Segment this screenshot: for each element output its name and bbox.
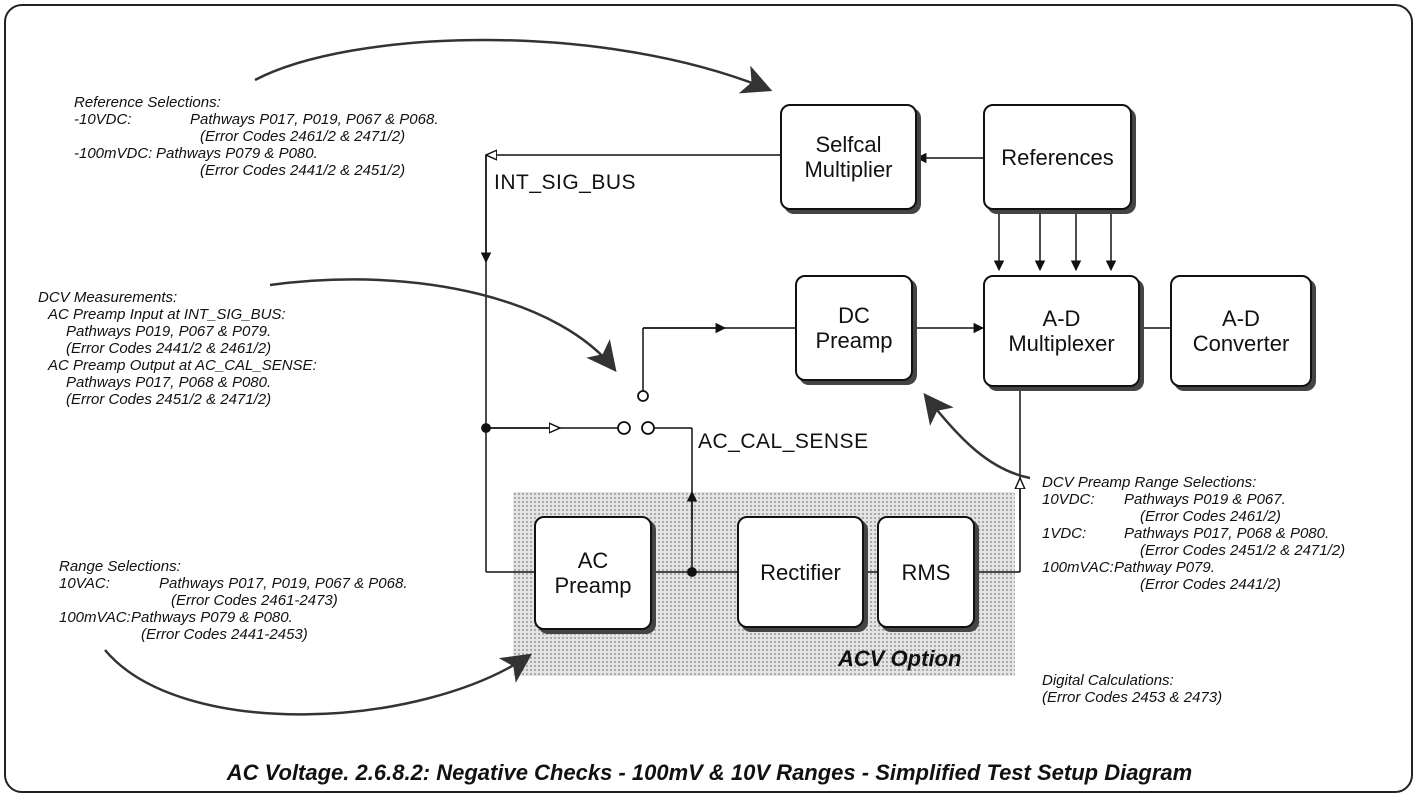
switch-contact-right xyxy=(641,421,655,435)
range-selections-note: Range Selections: 10VAC: Pathways P017, P… xyxy=(59,558,408,643)
block-label: Multiplexer xyxy=(1008,331,1115,356)
block-label: Selfcal xyxy=(815,132,882,157)
note-title: Digital Calculations: xyxy=(1042,672,1174,689)
note-line: Pathways P017, P068 & P080. xyxy=(66,374,272,391)
figure-caption: AC Voltage. 2.6.8.2: Negative Checks - 1… xyxy=(226,760,1193,785)
note-line: (Error Codes 2441/2 & 2461/2) xyxy=(66,340,272,357)
ad-converter-block: A-D Converter xyxy=(1170,275,1312,387)
note-key xyxy=(1042,542,1140,559)
note-line: AC Preamp Output at AC_CAL_SENSE: xyxy=(48,357,317,374)
pointer-arrow-dcv-measurement xyxy=(269,278,617,372)
ad-multiplexer-block: A-D Multiplexer xyxy=(983,275,1140,387)
diagram-frame xyxy=(4,4,1413,793)
note-text: Pathways P017, P019, P067 & P068. xyxy=(159,575,408,592)
note-text: (Error Codes 2441-2453) xyxy=(141,626,308,643)
note-title: DCV Preamp Range Selections: xyxy=(1042,474,1257,491)
switch-contact-left xyxy=(617,421,631,435)
block-label: A-D xyxy=(1222,306,1260,331)
note-key xyxy=(1042,576,1140,593)
pointer-arrow-reference xyxy=(254,38,773,94)
rms-block: RMS xyxy=(877,516,975,628)
reference-selections-note: Reference Selections: -10VDC: Pathways P0… xyxy=(74,94,439,179)
note-text: (Error Codes 2451/2 & 2471/2) xyxy=(1140,542,1346,559)
note-title: DCV Measurements: xyxy=(38,289,178,306)
note-key xyxy=(59,592,171,609)
note-text: Pathways P019 & P067. xyxy=(1124,491,1286,508)
dcv-preamp-range-note: DCV Preamp Range Selections: 10VDC: Pathw… xyxy=(1042,474,1345,593)
block-label: DC xyxy=(838,303,870,328)
note-line: (Error Codes 2453 & 2473) xyxy=(1042,689,1223,706)
references-block: References xyxy=(983,104,1132,210)
note-key xyxy=(74,128,200,145)
block-label: Preamp xyxy=(554,573,632,598)
int-sig-bus-label: INT_SIG_BUS xyxy=(494,171,637,194)
note-line: AC Preamp Input at INT_SIG_BUS: xyxy=(48,306,286,323)
note-key: -100mVDC: xyxy=(74,145,153,162)
note-key: -10VDC: xyxy=(74,111,132,128)
dc-preamp-block: DC Preamp xyxy=(795,275,913,381)
note-text: (Error Codes 2461-2473) xyxy=(171,592,338,609)
pointer-arrow-range xyxy=(104,649,533,716)
note-line: (Error Codes 2451/2 & 2471/2) xyxy=(66,391,272,408)
ac-cal-sense-label: AC_CAL_SENSE xyxy=(698,430,869,453)
pointer-arrow-dcv-preamp-range xyxy=(923,393,1031,480)
note-text: (Error Codes 2461/2) xyxy=(1140,508,1281,525)
ac-preamp-block: AC Preamp xyxy=(534,516,652,630)
block-label: Rectifier xyxy=(760,559,841,585)
block-label: A-D xyxy=(1042,306,1081,331)
note-text: (Error Codes 2461/2 & 2471/2) xyxy=(200,128,406,145)
selfcal-multiplier-block: Selfcal Multiplier xyxy=(780,104,917,210)
switch-contact-top xyxy=(637,390,649,402)
note-line: Pathways P019, P067 & P079. xyxy=(66,323,272,340)
note-title: Range Selections: xyxy=(59,558,181,575)
note-text: Pathways P017, P068 & P080. xyxy=(1124,525,1330,542)
note-key: 100mVAC: xyxy=(1042,559,1114,576)
note-title: Reference Selections: xyxy=(74,94,221,111)
note-text: (Error Codes 2441/2 & 2451/2) xyxy=(200,162,406,179)
dcv-measurements-note: DCV Measurements: AC Preamp Input at INT… xyxy=(38,289,317,408)
block-label: Multiplier xyxy=(804,157,893,182)
note-key xyxy=(1042,508,1140,525)
note-key: 10VDC: xyxy=(1042,491,1095,508)
acv-option-label: ACV Option xyxy=(838,646,962,671)
note-key: 100mVAC: xyxy=(59,609,131,626)
block-label: Converter xyxy=(1192,331,1290,356)
block-label: Preamp xyxy=(815,328,893,353)
junction-dot xyxy=(481,423,491,433)
note-text: Pathways P017, P019, P067 & P068. xyxy=(190,111,439,128)
note-key xyxy=(74,162,200,179)
note-text: (Error Codes 2441/2) xyxy=(1140,576,1281,593)
note-key xyxy=(59,626,141,643)
block-label: References xyxy=(1001,144,1114,170)
note-text: Pathways P079 & P080. xyxy=(131,609,293,626)
note-key: 1VDC: xyxy=(1042,525,1087,542)
block-label: AC xyxy=(577,548,609,573)
junction-dot xyxy=(687,567,697,577)
note-key: 10VAC: xyxy=(59,575,110,592)
note-text: Pathways P079 & P080. xyxy=(156,145,318,162)
note-text: Pathway P079. xyxy=(1114,559,1215,576)
block-label: RMS xyxy=(901,559,951,585)
digital-calculations-note: Digital Calculations: (Error Codes 2453 … xyxy=(1042,672,1222,706)
rectifier-block: Rectifier xyxy=(737,516,864,628)
